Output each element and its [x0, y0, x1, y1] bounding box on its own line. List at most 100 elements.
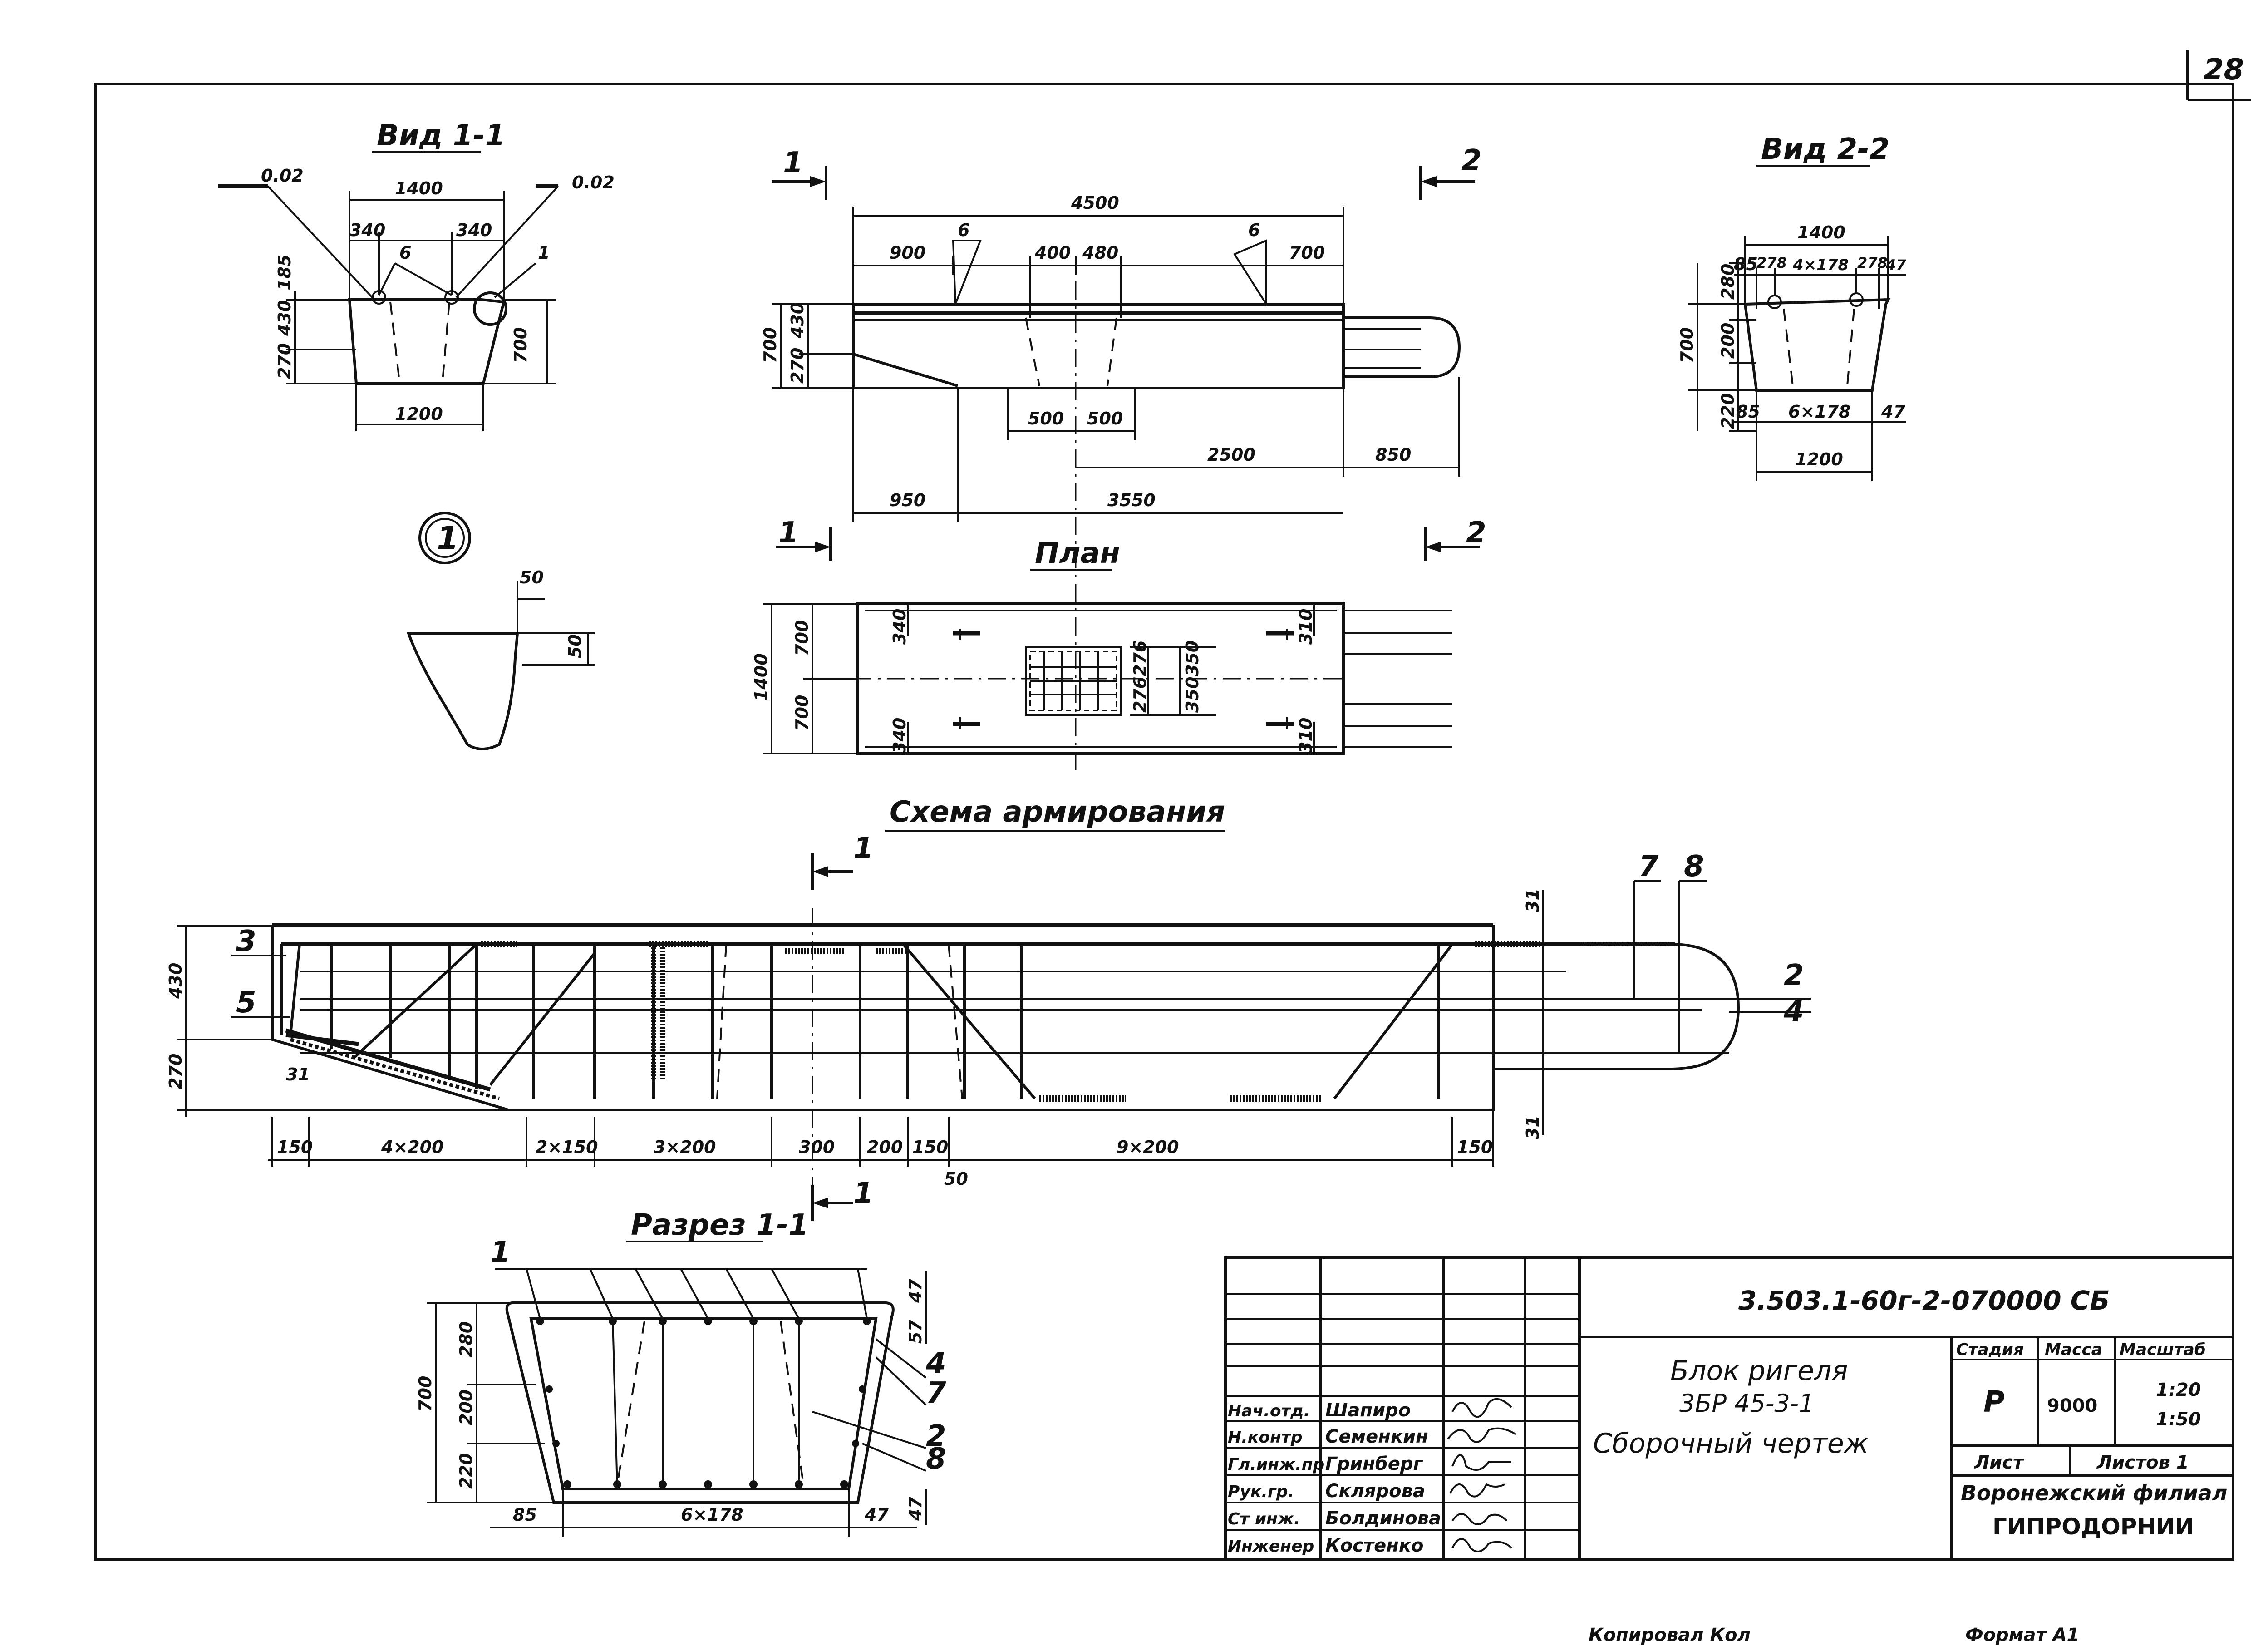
svg-text:Болдинова: Болдинова	[1325, 1508, 1441, 1529]
svg-text:430: 430	[166, 963, 186, 999]
section-callout-1: 1	[490, 1236, 511, 1269]
dim-2500: 2500	[1207, 445, 1255, 465]
reinforcement-title: Схема армирования	[890, 795, 1225, 829]
slope-right: 0.02	[572, 172, 615, 192]
svg-text:1: 1	[853, 832, 874, 865]
svg-text:31: 31	[1523, 1115, 1543, 1139]
callout-1: 1	[538, 243, 550, 263]
bar-loop-2	[1493, 943, 1740, 1070]
svg-text:1: 1	[783, 146, 803, 180]
svg-text:276: 276	[1130, 677, 1150, 713]
svg-text:9×200: 9×200	[1117, 1137, 1179, 1157]
reinforcement-scheme: Схема армирования 1	[166, 795, 1811, 1221]
signatures	[1447, 1398, 1517, 1552]
dim-3550: 3550	[1107, 490, 1156, 510]
svg-text:2: 2	[1466, 516, 1486, 550]
svg-text:350: 350	[1182, 677, 1202, 713]
sheet-frame	[94, 83, 2234, 1561]
page-number-box: 28	[2186, 50, 2251, 101]
detail-1-number: 1	[437, 520, 459, 557]
callout-6: 6	[399, 243, 411, 263]
svg-text:57: 57	[905, 1320, 925, 1344]
org-institute: ГИПРОДОРНИИ	[1992, 1513, 2194, 1540]
plan-central-mesh	[1025, 646, 1122, 716]
svg-text:Масштаб: Масштаб	[2120, 1341, 2206, 1359]
svg-text:200: 200	[1718, 323, 1738, 359]
product-name: Блок ригеля	[1670, 1355, 1848, 1387]
dim-500b: 500	[1087, 409, 1123, 429]
svg-text:47: 47	[1881, 402, 1905, 422]
view-2-2-outline	[1743, 298, 1890, 392]
scale-1: 1:20	[2156, 1380, 2201, 1400]
svg-text:Листов 1: Листов 1	[2096, 1452, 2189, 1473]
svg-text:Стадия: Стадия	[1956, 1341, 2024, 1359]
detail-1: 1 50 50	[406, 512, 595, 750]
svg-text:2: 2	[1461, 144, 1482, 177]
svg-text:200: 200	[867, 1137, 903, 1157]
svg-text:310: 310	[1296, 609, 1316, 645]
svg-text:Масса: Масса	[2045, 1341, 2102, 1359]
svg-text:276: 276	[1130, 641, 1150, 676]
svg-text:200: 200	[456, 1390, 476, 1425]
dim-900: 900	[890, 243, 925, 263]
svg-text:270: 270	[166, 1054, 186, 1089]
view-2-2-title: Вид 2-2	[1761, 133, 1889, 166]
dim-1400: 1400	[395, 178, 443, 198]
dim-950: 950	[890, 490, 925, 510]
dim-h430: 430	[787, 302, 807, 339]
bar-label-7: 7	[1638, 850, 1659, 883]
svg-text:Костенко: Костенко	[1325, 1535, 1423, 1556]
svg-text:700: 700	[792, 695, 812, 731]
dim-500a: 500	[1028, 409, 1064, 429]
org-name: Воронежский филиал	[1961, 1481, 2227, 1505]
dim-h270: 270	[787, 348, 807, 384]
plan-view: План 1400	[751, 537, 1452, 755]
svg-text:85: 85	[513, 1505, 537, 1525]
dim-4500: 4500	[1071, 193, 1119, 213]
svg-text:Семенкин: Семенкин	[1325, 1426, 1428, 1447]
svg-text:Гринберг: Гринберг	[1325, 1454, 1423, 1474]
svg-text:340: 340	[890, 609, 910, 645]
svg-text:220: 220	[1718, 393, 1738, 429]
copied-by-note: Копировал Кол	[1589, 1625, 1751, 1646]
svg-text:4: 4	[925, 1347, 946, 1380]
dim-700-top: 700	[1289, 243, 1325, 263]
bar-label-5: 5	[236, 986, 256, 1020]
detail-dim-50b: 50	[565, 634, 585, 658]
view-1-1: Вид 1-1 0.02 0.02 6 1 1400 340 340	[218, 119, 615, 431]
svg-text:278: 278	[1756, 254, 1787, 271]
svg-text:1: 1	[778, 516, 799, 550]
svg-text:Н.контр: Н.контр	[1228, 1428, 1302, 1447]
svg-text:Склярова: Склярова	[1325, 1481, 1425, 1502]
svg-text:700: 700	[792, 620, 812, 656]
svg-text:700: 700	[415, 1376, 435, 1412]
dim-480: 480	[1082, 243, 1118, 263]
svg-text:47: 47	[905, 1279, 925, 1303]
dim-430: 430	[275, 300, 295, 336]
svg-text:310: 310	[1296, 718, 1316, 754]
detail-1-marker-circle	[473, 291, 507, 326]
svg-text:4×200: 4×200	[381, 1137, 444, 1157]
elevation-view: 1 2 6 6 4500	[760, 144, 1486, 772]
svg-text:Лист: Лист	[1974, 1452, 2025, 1473]
svg-text:3×200: 3×200	[654, 1137, 716, 1157]
svg-text:1200: 1200	[1795, 449, 1843, 469]
svg-text:47: 47	[1885, 256, 1906, 274]
bar-label-2: 2	[1784, 959, 1804, 992]
dim-340-left: 340	[349, 220, 385, 240]
dim-h700: 700	[760, 327, 780, 363]
svg-text:280: 280	[1718, 264, 1738, 300]
svg-text:6: 6	[1248, 220, 1260, 240]
reinforcement-outline	[271, 925, 1495, 1111]
svg-text:350: 350	[1182, 641, 1202, 676]
format-note: Формат А1	[1965, 1625, 2079, 1646]
svg-text:8: 8	[926, 1442, 946, 1476]
title-block: 3.503.1-60г-2-070000 СБ Блок ригеля 3БР …	[1224, 1256, 2234, 1561]
svg-text:150: 150	[912, 1137, 948, 1157]
svg-text:300: 300	[799, 1137, 835, 1157]
svg-text:700: 700	[1677, 327, 1697, 363]
elevation-bar-loop	[1343, 316, 1461, 378]
dim-340-right: 340	[456, 220, 492, 240]
dim-850: 850	[1375, 445, 1411, 465]
